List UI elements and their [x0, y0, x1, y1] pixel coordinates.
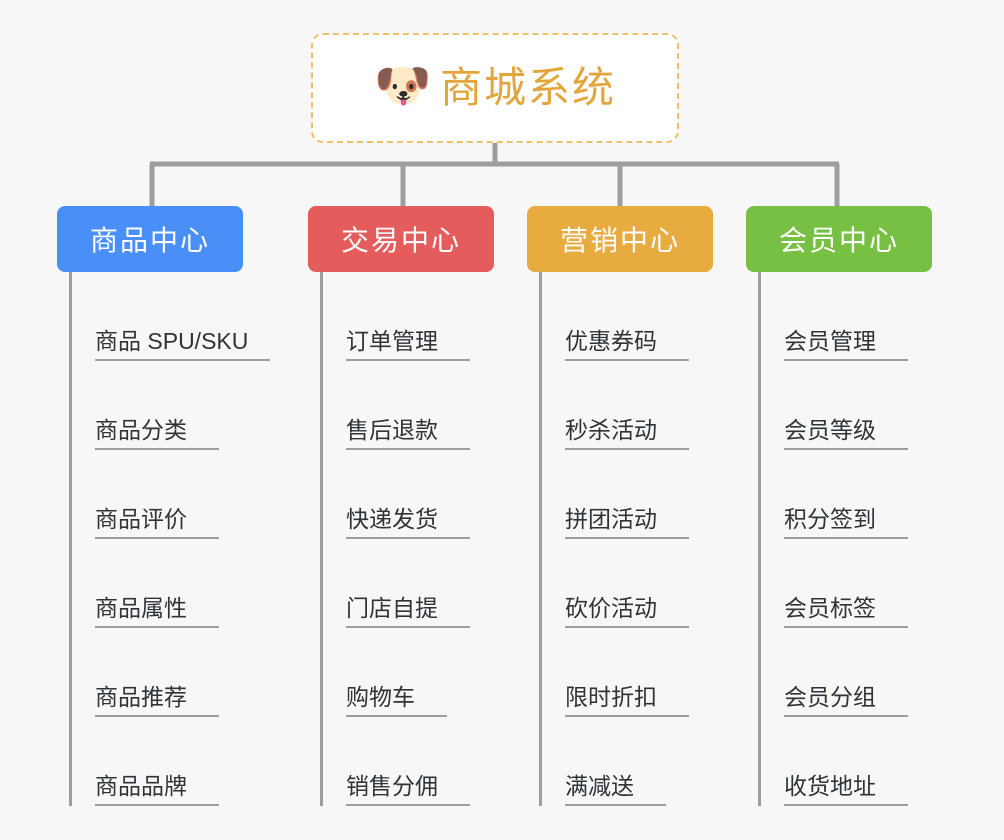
leaf-list: 商品 SPU/SKU 商品分类商品评价商品属性商品推荐商品品牌 [57, 272, 270, 806]
leaf-item[interactable]: 限时折扣 [539, 628, 713, 717]
shiba-dog-icon: 🐶 [373, 59, 432, 111]
leaf-item-label: 会员标签 [784, 595, 908, 628]
leaf-item[interactable]: 砍价活动 [539, 539, 713, 628]
leaf-item-label: 快递发货 [346, 506, 470, 539]
leaf-item-label: 积分签到 [784, 506, 908, 539]
leaf-item[interactable]: 优惠券码 [539, 272, 713, 361]
leaf-item-label: 门店自提 [346, 595, 470, 628]
leaf-item[interactable]: 秒杀活动 [539, 361, 713, 450]
leaf-item[interactable]: 商品分类 [69, 361, 243, 450]
category-label: 商品中心 [89, 225, 210, 256]
leaf-item[interactable]: 商品品牌 [69, 717, 243, 806]
leaf-item[interactable]: 拼团活动 [539, 450, 713, 539]
category-box[interactable]: 会员中心 [746, 206, 932, 272]
leaf-item-label: 商品分类 [95, 417, 219, 450]
leaf-item[interactable]: 销售分佣 [320, 717, 494, 806]
leaf-item-label: 满减送 [565, 773, 666, 806]
leaf-item[interactable]: 会员等级 [758, 361, 932, 450]
category-label: 营销中心 [559, 225, 680, 256]
leaf-item-label: 销售分佣 [346, 773, 470, 806]
leaf-item[interactable]: 商品推荐 [69, 628, 243, 717]
leaf-item[interactable]: 积分签到 [758, 450, 932, 539]
leaf-item[interactable]: 商品属性 [69, 539, 243, 628]
leaf-item-label: 会员等级 [784, 417, 908, 450]
branch-spine [539, 272, 542, 806]
leaf-item[interactable]: 收货地址 [758, 717, 932, 806]
category-column: 营销中心优惠券码秒杀活动拼团活动砍价活动限时折扣满减送 [527, 206, 713, 806]
leaf-item-label: 商品评价 [95, 506, 219, 539]
leaf-item-label: 商品品牌 [95, 773, 219, 806]
leaf-item[interactable]: 快递发货 [320, 450, 494, 539]
category-label: 会员中心 [778, 225, 899, 256]
leaf-item[interactable]: 售后退款 [320, 361, 494, 450]
leaf-item-label: 秒杀活动 [565, 417, 689, 450]
category-column: 交易中心订单管理售后退款快递发货门店自提购物车销售分佣 [308, 206, 494, 806]
root-node[interactable]: 🐶 商城系统 [311, 33, 679, 143]
category-box[interactable]: 商品中心 [57, 206, 243, 272]
leaf-item-label: 商品属性 [95, 595, 219, 628]
leaf-item[interactable]: 会员分组 [758, 628, 932, 717]
leaf-item-label: 商品推荐 [95, 684, 219, 717]
leaf-item-label: 会员分组 [784, 684, 908, 717]
leaf-item-label: 拼团活动 [565, 506, 689, 539]
leaf-item[interactable]: 会员管理 [758, 272, 932, 361]
leaf-list: 会员管理会员等级积分签到会员标签会员分组收货地址 [746, 272, 932, 806]
leaf-item[interactable]: 购物车 [320, 628, 494, 717]
category-column: 商品中心商品 SPU/SKU 商品分类商品评价商品属性商品推荐商品品牌 [57, 206, 270, 806]
root-title: 商城系统 [439, 64, 616, 111]
leaf-item-label: 会员管理 [784, 328, 908, 361]
branch-spine [320, 272, 323, 806]
leaf-item-label: 砍价活动 [565, 595, 689, 628]
category-box[interactable]: 营销中心 [527, 206, 713, 272]
leaf-item[interactable]: 订单管理 [320, 272, 494, 361]
leaf-list: 优惠券码秒杀活动拼团活动砍价活动限时折扣满减送 [527, 272, 713, 806]
leaf-item[interactable]: 商品评价 [69, 450, 243, 539]
leaf-list: 订单管理售后退款快递发货门店自提购物车销售分佣 [308, 272, 494, 806]
leaf-item-label: 商品 SPU/SKU [95, 328, 270, 361]
leaf-item[interactable]: 商品 SPU/SKU [69, 272, 270, 361]
leaf-item[interactable]: 门店自提 [320, 539, 494, 628]
leaf-item-label: 购物车 [346, 684, 447, 717]
branch-spine [758, 272, 761, 806]
category-box[interactable]: 交易中心 [308, 206, 494, 272]
category-column: 会员中心会员管理会员等级积分签到会员标签会员分组收货地址 [746, 206, 932, 806]
leaf-item-label: 优惠券码 [565, 328, 689, 361]
leaf-item-label: 售后退款 [346, 417, 470, 450]
category-label: 交易中心 [340, 225, 461, 256]
leaf-item[interactable]: 会员标签 [758, 539, 932, 628]
leaf-item-label: 订单管理 [346, 328, 470, 361]
leaf-item-label: 限时折扣 [565, 684, 689, 717]
leaf-item-label: 收货地址 [784, 773, 908, 806]
leaf-item[interactable]: 满减送 [539, 717, 713, 806]
branch-spine [69, 272, 72, 806]
